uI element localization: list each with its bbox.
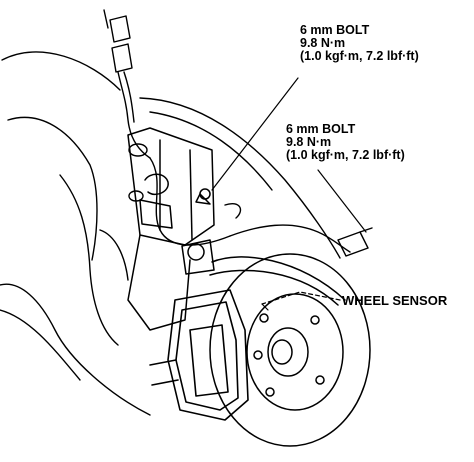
leader-upper-bolt xyxy=(211,77,299,191)
lower-bolt-torque-nm: 9.8 N·m xyxy=(286,135,332,149)
brake-disc xyxy=(209,253,371,447)
sensor-harness xyxy=(103,9,373,257)
lower-bolt-torque-alt: (1.0 kgf·m, 7.2 lbf·ft) xyxy=(286,148,405,162)
strut-assembly xyxy=(127,127,215,331)
wheel-well-outline xyxy=(0,51,341,416)
wheel-sensor-label: WHEEL SENSOR xyxy=(342,293,448,308)
brake-caliper xyxy=(149,289,249,421)
leader-lines xyxy=(211,77,367,311)
upper-bolt-title: 6 mm BOLT xyxy=(300,23,370,37)
leader-lower-bolt xyxy=(317,169,367,233)
upper-bolt-torque-nm: 9.8 N·m xyxy=(300,36,346,50)
leader-wheel-sensor xyxy=(261,291,341,305)
upper-bolt-callout: 6 mm BOLT 9.8 N·m (1.0 kgf·m, 7.2 lbf·ft… xyxy=(300,24,419,63)
lower-bolt-callout: 6 mm BOLT 9.8 N·m (1.0 kgf·m, 7.2 lbf·ft… xyxy=(286,123,405,162)
lower-bolt-title: 6 mm BOLT xyxy=(286,122,356,136)
upper-bolt-torque-alt: (1.0 kgf·m, 7.2 lbf·ft) xyxy=(300,49,419,63)
